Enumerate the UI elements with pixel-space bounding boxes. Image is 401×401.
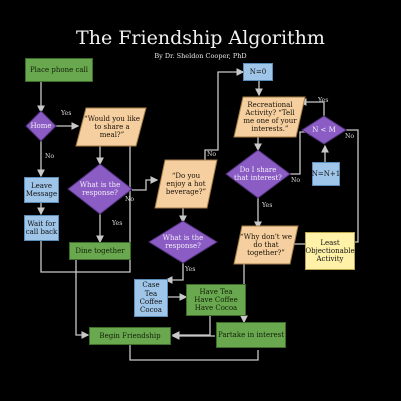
box-beverage-list: Case Tea Coffee Cocoa [134, 279, 168, 317]
diamond-share-interest [225, 149, 291, 199]
para-recreational [233, 96, 306, 138]
box-leave-message: Leave Message [24, 177, 59, 203]
diamond-n-less-m [301, 115, 347, 145]
box-begin-friendship: Begin Friendship [89, 327, 171, 345]
diamond-home [25, 110, 57, 142]
have-tea: Have Tea [199, 287, 233, 296]
have-cocoa: Have Cocoa [194, 304, 238, 313]
box-least-objectionable: Least Objectionable Activity [305, 232, 355, 270]
edge-nm-no-least [342, 129, 359, 246]
diamond-response-2 [148, 220, 218, 264]
beverage-coffee: Coffee [139, 298, 163, 306]
edge-label-no-response1: No [125, 196, 135, 203]
edge-label-yes-response2: Yes [185, 266, 196, 273]
edge-label-yes-home: Yes [61, 110, 72, 117]
box-dine-together: Dine together [69, 242, 131, 260]
beverage-case: Case [142, 281, 160, 290]
para-hot-beverage [154, 159, 218, 209]
para-share-meal [75, 107, 147, 147]
edge-label-no-response2: No [207, 151, 217, 158]
edge-wait-loop [40, 144, 131, 273]
edge-nm-yes-rec [298, 98, 325, 118]
edge-response1-no-beverage [132, 176, 159, 191]
edge-label-no-nm: No [345, 133, 355, 140]
edge-dine-to-begin [75, 254, 90, 339]
edge-response2-no-up [204, 68, 245, 165]
diagram-subtitle: By Dr. Sheldon Cooper, PhD [154, 52, 247, 60]
box-have-beverages: Have Tea Have Coffee Have Cocoa [186, 284, 246, 316]
edge-have-to-begin [171, 316, 211, 339]
edge-label-no-share: No [291, 177, 301, 184]
edge-label-yes-response1: Yes [112, 220, 123, 227]
edge-label-yes-nm: Yes [318, 97, 329, 104]
beverage-tea: Tea [144, 289, 158, 298]
box-n-zero: N=0 [243, 63, 273, 81]
para-why-dont [233, 225, 299, 265]
edge-label-no-home: No [45, 153, 55, 160]
diamond-response-1 [67, 163, 133, 215]
box-n-increment: N=N+1 [312, 162, 340, 186]
box-place-phone-call: Place phone call [25, 58, 93, 82]
edge-begin-down [129, 345, 259, 361]
beverage-cocoa: Cocoa [140, 306, 162, 315]
diagram-title: The Friendship Algorithm [76, 27, 325, 49]
box-wait-for-call-back: Wait for call back [24, 215, 59, 241]
box-partake-in-interest: Partake in interest [216, 322, 286, 348]
edge-response2-yes-tea [164, 262, 184, 284]
have-coffee: Have Coffee [194, 295, 238, 304]
edge-label-yes-share: Yes [262, 202, 273, 209]
